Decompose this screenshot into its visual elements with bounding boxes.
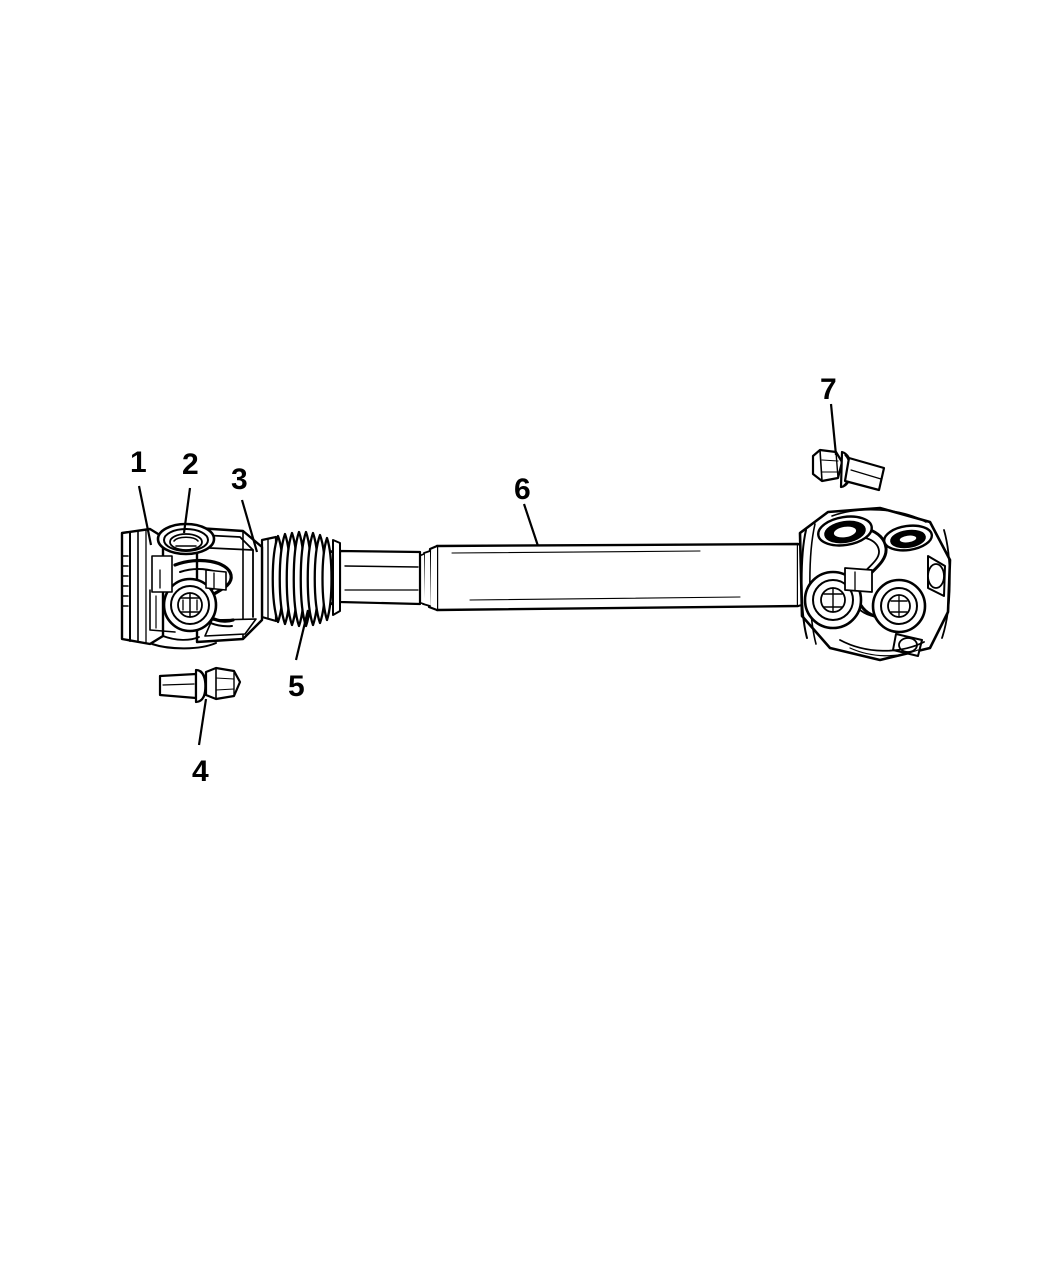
- leader-line-2: [182, 487, 192, 534]
- bolt-rear-group: [811, 448, 886, 492]
- upper-bearing-cup: [156, 522, 216, 556]
- boot-seal-group: [260, 530, 341, 628]
- leader-lines: [137, 403, 838, 746]
- rear-universal-joint-group: [798, 506, 952, 662]
- callout-number-7[interactable]: 7: [820, 373, 837, 406]
- rear-lower-right-bearing-cup: [871, 578, 927, 634]
- bolt-front-group: [158, 666, 242, 704]
- callout-number-6[interactable]: 6: [514, 473, 531, 506]
- callout-number-5[interactable]: 5: [288, 670, 305, 703]
- rear-upper-right-bearing-cup: [882, 524, 934, 552]
- callout-number-1[interactable]: 1: [130, 446, 147, 479]
- callout-number-4[interactable]: 4: [192, 755, 209, 788]
- callout-number-3[interactable]: 3: [231, 463, 248, 496]
- leader-line-1: [137, 485, 153, 546]
- rear-lower-left-bearing-cup: [803, 570, 863, 630]
- shaft-tube-group: [417, 542, 807, 612]
- leader-line-7: [829, 403, 838, 456]
- callout-number-2[interactable]: 2: [182, 448, 199, 481]
- leader-line-3: [240, 499, 259, 553]
- leader-line-5: [294, 609, 310, 661]
- leader-line-4: [197, 698, 208, 746]
- lower-bearing-cup: [162, 577, 218, 633]
- rear-upper-left-bearing-cup: [817, 515, 873, 547]
- front-universal-joint-group: [120, 522, 264, 650]
- leader-line-6: [522, 503, 540, 547]
